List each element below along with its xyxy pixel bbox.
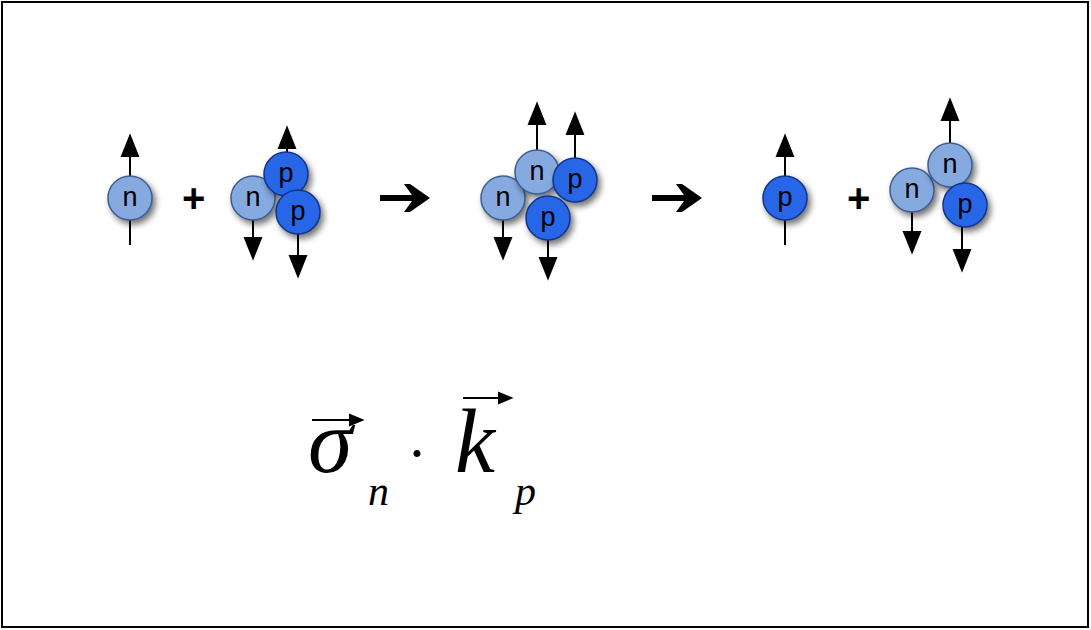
particle-letter: p — [777, 184, 792, 211]
particle-circle: p — [942, 182, 988, 228]
plus-sign: + — [847, 178, 870, 218]
spin-arrows — [122, 100, 970, 278]
formula-symbol: p — [515, 470, 536, 512]
circle-shape — [943, 183, 987, 227]
circle-shape — [515, 150, 559, 194]
particle-letter: n — [942, 151, 957, 178]
circle-shape — [928, 143, 972, 187]
particle-circle: n — [889, 167, 935, 213]
particle-letter: p — [957, 191, 972, 218]
particle-letter: n — [529, 158, 544, 185]
circle-shape — [526, 196, 570, 240]
circle-shape — [763, 176, 807, 220]
particle-circle: p — [525, 195, 571, 241]
circle-shape — [264, 152, 308, 196]
particle-letter: p — [278, 160, 293, 187]
particle-circle: p — [275, 189, 321, 235]
circle-shape — [890, 168, 934, 212]
circle-shape — [108, 176, 152, 220]
particle-circle: n — [107, 175, 153, 221]
particle-circle: p — [552, 157, 598, 203]
plus-sign: + — [182, 178, 205, 218]
formula-symbol: n — [368, 470, 389, 512]
circle-shape — [276, 190, 320, 234]
circle-shape — [553, 158, 597, 202]
particle-letter: p — [567, 166, 582, 193]
particle-circle: n — [927, 142, 973, 188]
formula-symbol: σ — [308, 397, 352, 487]
particle-letter: n — [904, 176, 919, 203]
particle-letter: n — [495, 184, 510, 211]
particle-letter: n — [122, 184, 137, 211]
particle-circle: p — [762, 175, 808, 221]
particle-letter: p — [540, 204, 555, 231]
particle-letter: p — [290, 198, 305, 225]
particle-circle: n — [514, 149, 560, 195]
formula-symbol: k — [455, 397, 495, 487]
particle-letter: n — [245, 184, 260, 211]
formula-symbol: · — [407, 423, 427, 483]
